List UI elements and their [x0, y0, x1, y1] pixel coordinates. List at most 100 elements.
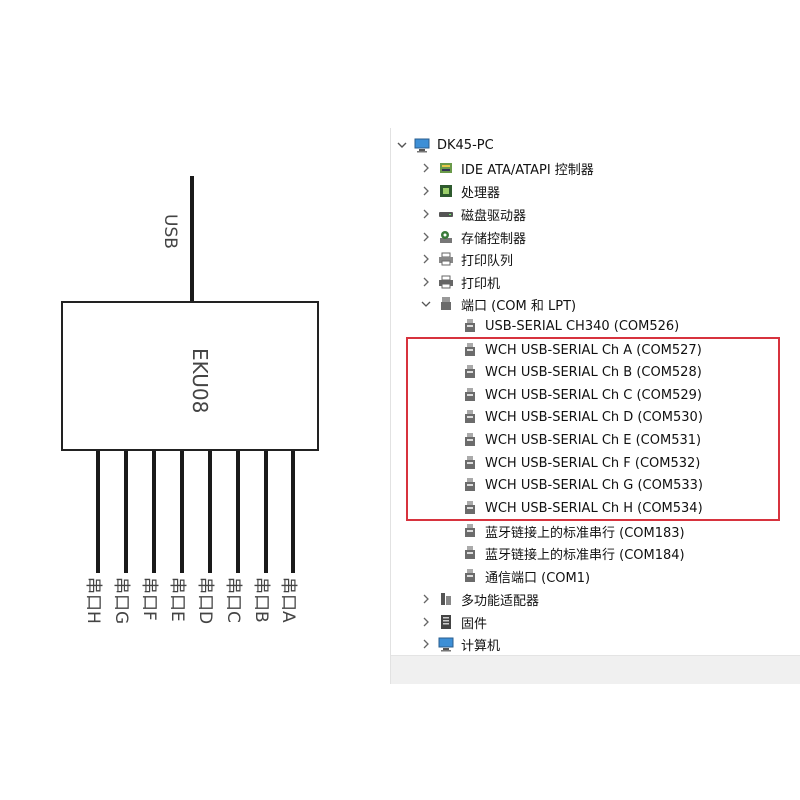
port-item[interactable]: WCH USB-SERIAL Ch E (COM531) — [462, 429, 701, 451]
port-label-a: 串口A — [278, 577, 298, 623]
tree-category-ide[interactable]: IDE ATA/ATAPI 控制器 — [420, 157, 594, 179]
computer-icon — [414, 137, 430, 153]
tree-category-firmware[interactable]: 固件 — [420, 611, 487, 633]
category-label: IDE ATA/ATAPI 控制器 — [461, 162, 594, 178]
port-item-label: WCH USB-SERIAL Ch E (COM531) — [485, 432, 702, 448]
chevron-right-icon[interactable] — [420, 208, 432, 220]
port-item-label: WCH USB-SERIAL Ch D (COM530) — [485, 409, 703, 425]
category-label: 固件 — [461, 616, 488, 632]
serial-port-icon — [462, 364, 478, 380]
usb-label: USB — [160, 214, 180, 249]
chevron-right-icon[interactable] — [420, 276, 432, 288]
port-label-f: 串口F — [139, 577, 159, 621]
tree-category-ports[interactable]: 端口 (COM 和 LPT) — [420, 293, 576, 315]
device-label: EKU08 — [188, 348, 212, 414]
chevron-right-icon[interactable] — [420, 638, 432, 650]
serial-port-icon — [462, 477, 478, 493]
category-label: 存储控制器 — [461, 231, 527, 247]
port-item[interactable]: 通信端口 (COM1) — [462, 565, 590, 587]
printer-icon — [438, 274, 454, 290]
category-label: 多功能适配器 — [461, 593, 540, 609]
chevron-down-icon[interactable] — [420, 298, 432, 310]
tree-category-computer[interactable]: 计算机 — [420, 633, 500, 655]
serial-port-icon — [462, 409, 478, 425]
chevron-right-icon[interactable] — [420, 162, 432, 174]
multifunction-adapter-icon — [438, 591, 454, 607]
port-item-label: WCH USB-SERIAL Ch F (COM532) — [485, 455, 701, 471]
storage-controller-icon — [438, 229, 454, 245]
port-item-label: USB-SERIAL CH340 (COM526) — [485, 318, 680, 334]
port-item[interactable]: WCH USB-SERIAL Ch A (COM527) — [462, 339, 702, 361]
category-label: 打印队列 — [461, 253, 514, 269]
ide-controller-icon — [438, 160, 454, 176]
port-item-label: 蓝牙链接上的标准串行 (COM184) — [485, 547, 685, 563]
computer-icon — [438, 636, 454, 652]
port-item-label: 通信端口 (COM1) — [485, 570, 591, 586]
port-line-e — [180, 451, 184, 573]
usb-cable-line — [190, 176, 194, 302]
port-item-label: 蓝牙链接上的标准串行 (COM183) — [485, 525, 685, 541]
tree-category-storage[interactable]: 存储控制器 — [420, 226, 526, 248]
port-line-g — [124, 451, 128, 573]
tree-category-printer[interactable]: 打印机 — [420, 271, 500, 293]
print-queue-icon — [438, 251, 454, 267]
port-label-c: 串口C — [223, 577, 243, 623]
port-item[interactable]: USB-SERIAL CH340 (COM526) — [462, 315, 679, 337]
root-label: DK45-PC — [437, 137, 494, 153]
chevron-right-icon[interactable] — [420, 185, 432, 197]
eku08-device-box — [61, 301, 319, 451]
port-line-h — [96, 451, 100, 573]
port-line-f — [152, 451, 156, 573]
tree-category-multifunction[interactable]: 多功能适配器 — [420, 588, 539, 610]
category-label: 磁盘驱动器 — [461, 208, 527, 224]
firmware-icon — [438, 614, 454, 630]
port-line-b — [264, 451, 268, 573]
wiring-diagram: USB EKU08 串口H 串口G 串口F 串口E 串口D 串口C 串口B 串口… — [0, 0, 390, 800]
serial-port-icon — [462, 568, 478, 584]
status-bar — [391, 655, 800, 684]
chevron-right-icon[interactable] — [420, 616, 432, 628]
serial-port-icon — [462, 523, 478, 539]
port-item[interactable]: WCH USB-SERIAL Ch C (COM529) — [462, 384, 702, 406]
port-item[interactable]: WCH USB-SERIAL Ch B (COM528) — [462, 361, 702, 383]
serial-port-icon — [462, 432, 478, 448]
port-label-h: 串口H — [83, 577, 103, 624]
category-label: 处理器 — [461, 185, 501, 201]
category-label: 打印机 — [461, 276, 501, 292]
port-item[interactable]: WCH USB-SERIAL Ch F (COM532) — [462, 452, 700, 474]
category-label: 端口 (COM 和 LPT) — [461, 298, 577, 314]
chevron-down-icon[interactable] — [396, 139, 408, 151]
port-label-d: 串口D — [195, 577, 215, 625]
serial-port-icon — [462, 455, 478, 471]
device-manager-tree — [390, 128, 800, 684]
disk-drive-icon — [438, 206, 454, 222]
port-item-label: WCH USB-SERIAL Ch G (COM533) — [485, 477, 703, 493]
tree-category-processor[interactable]: 处理器 — [420, 180, 500, 202]
port-item-label: WCH USB-SERIAL Ch B (COM528) — [485, 364, 702, 380]
port-item[interactable]: WCH USB-SERIAL Ch H (COM534) — [462, 497, 703, 519]
tree-category-print-queue[interactable]: 打印队列 — [420, 248, 513, 270]
port-line-a — [291, 451, 295, 573]
processor-icon — [438, 183, 454, 199]
port-item[interactable]: 蓝牙链接上的标准串行 (COM183) — [462, 520, 685, 542]
serial-port-icon — [438, 296, 454, 312]
port-item-label: WCH USB-SERIAL Ch C (COM529) — [485, 387, 702, 403]
tree-root[interactable]: DK45-PC — [396, 134, 494, 156]
chevron-right-icon[interactable] — [420, 253, 432, 265]
chevron-right-icon[interactable] — [420, 593, 432, 605]
port-label-b: 串口B — [251, 577, 271, 623]
category-label: 计算机 — [461, 638, 501, 654]
port-item-label: WCH USB-SERIAL Ch A (COM527) — [485, 342, 702, 358]
tree-category-disk[interactable]: 磁盘驱动器 — [420, 203, 526, 225]
chevron-right-icon[interactable] — [420, 231, 432, 243]
serial-port-icon — [462, 545, 478, 561]
port-item[interactable]: 蓝牙链接上的标准串行 (COM184) — [462, 542, 685, 564]
port-item[interactable]: WCH USB-SERIAL Ch D (COM530) — [462, 406, 703, 428]
serial-port-icon — [462, 342, 478, 358]
serial-port-icon — [462, 500, 478, 516]
port-label-e: 串口E — [167, 577, 187, 622]
port-line-d — [208, 451, 212, 573]
port-item-label: WCH USB-SERIAL Ch H (COM534) — [485, 500, 703, 516]
port-line-c — [236, 451, 240, 573]
port-item[interactable]: WCH USB-SERIAL Ch G (COM533) — [462, 474, 703, 496]
